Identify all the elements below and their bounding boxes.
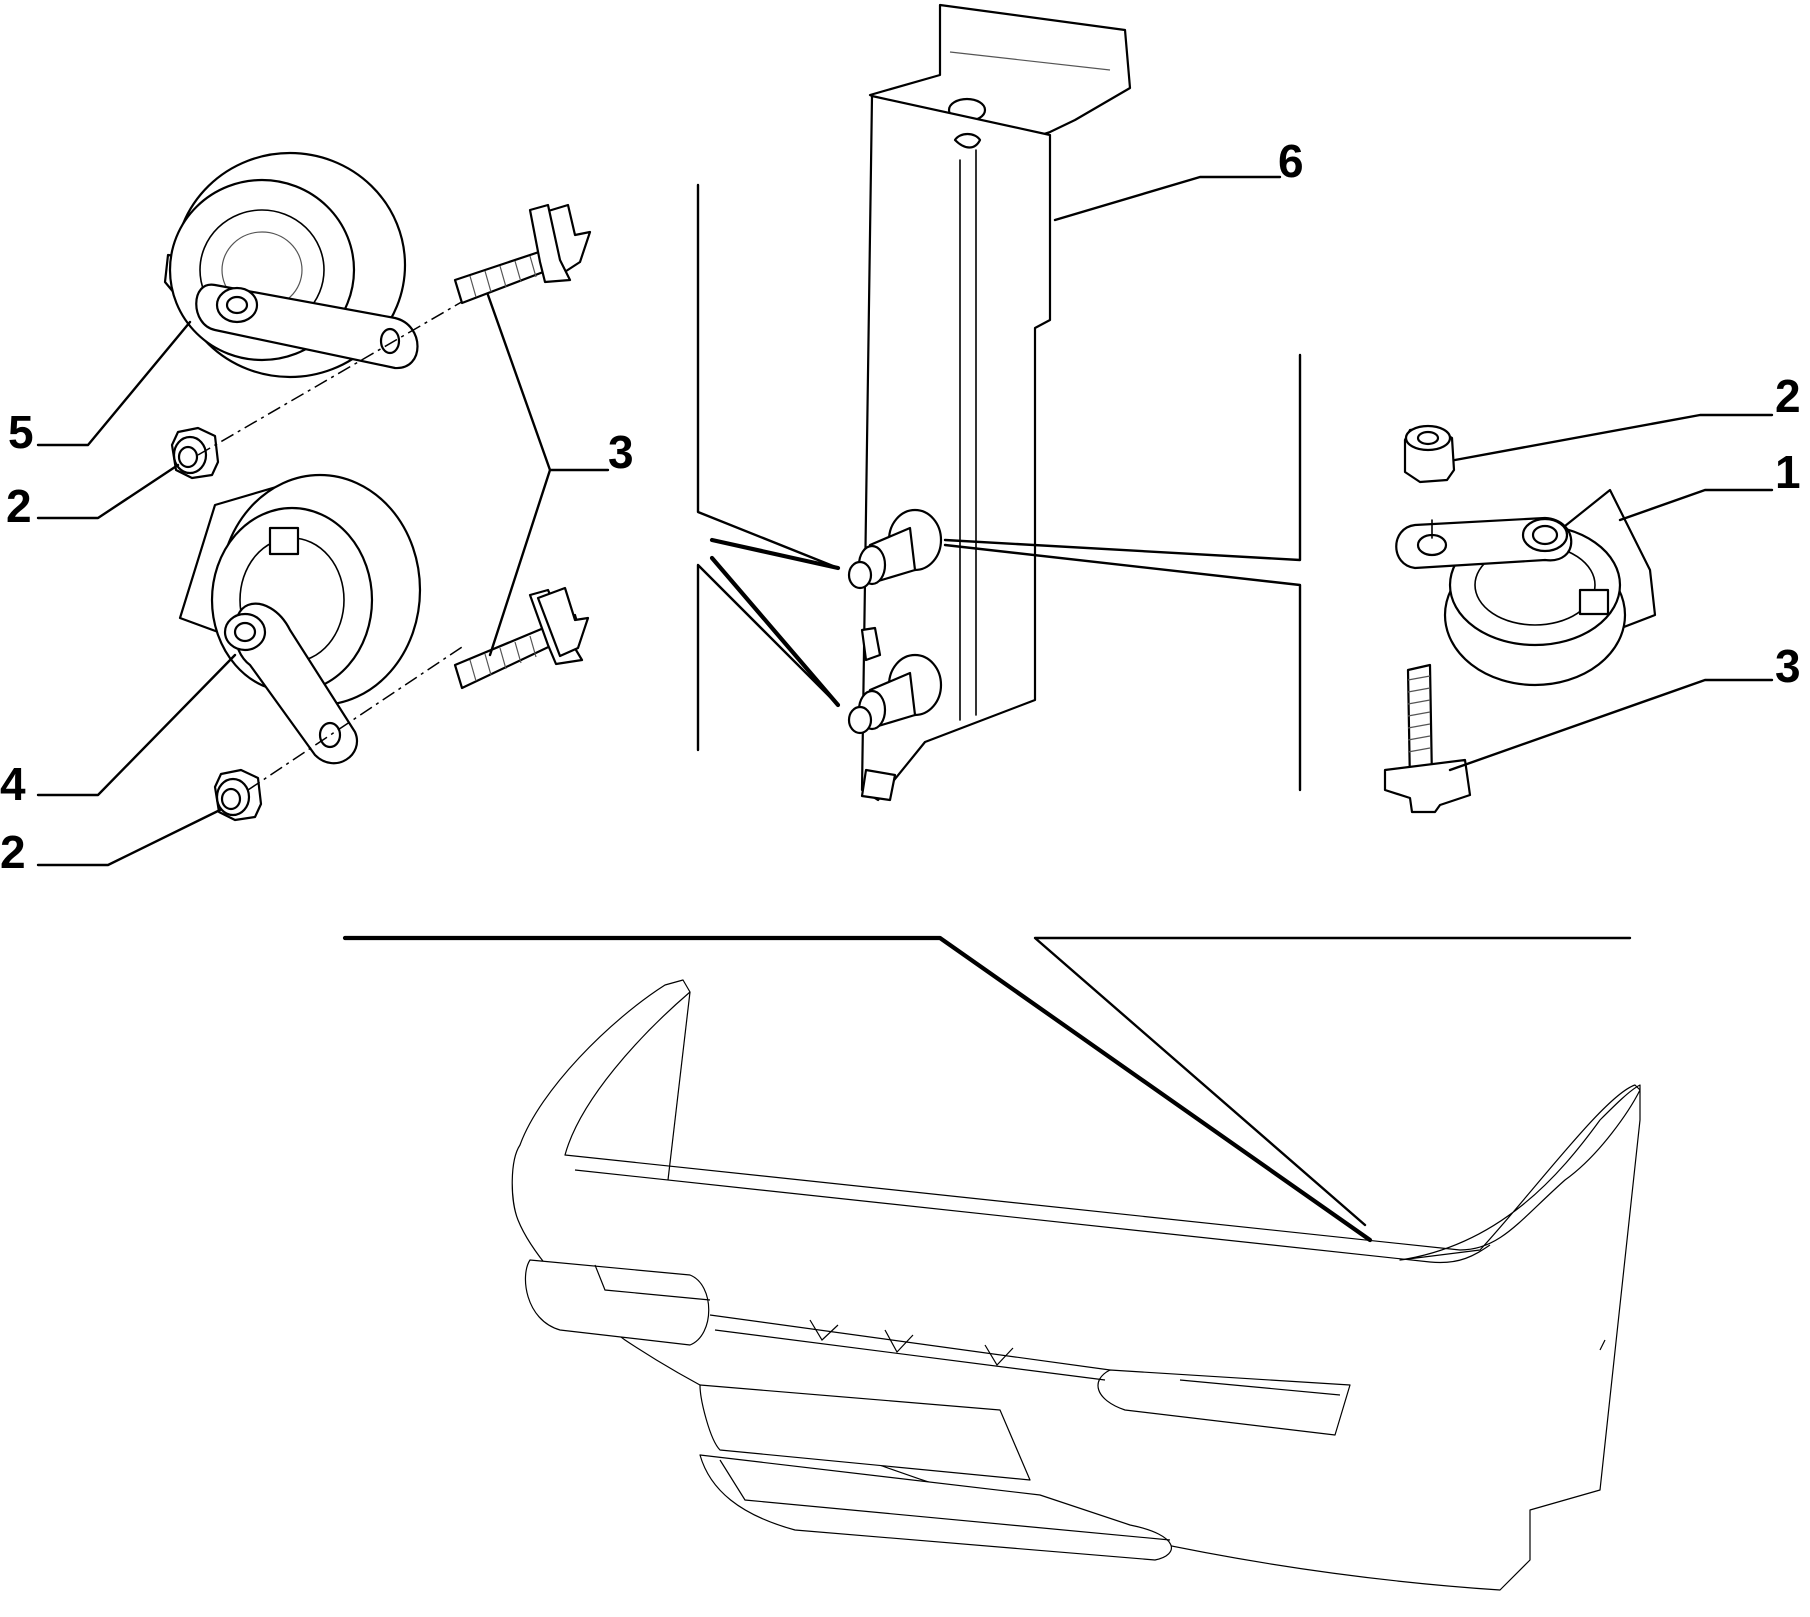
pointer-upper-stud bbox=[709, 537, 841, 571]
nut-right bbox=[1403, 424, 1456, 484]
leader-5 bbox=[36, 320, 192, 447]
nut-lower-left bbox=[213, 768, 263, 822]
leader-4 bbox=[36, 653, 237, 797]
axis-line-lower bbox=[247, 644, 466, 791]
detail-bracket-right-lower bbox=[943, 543, 1302, 792]
horn-right bbox=[1395, 488, 1657, 687]
front-bumper bbox=[511, 979, 1641, 1591]
bolt-lower-left bbox=[453, 586, 590, 690]
callout-1: 1 bbox=[1775, 446, 1801, 498]
bracket-stud-lower bbox=[847, 653, 943, 735]
bracket-stud-upper bbox=[847, 508, 943, 590]
leader-2-upper-left bbox=[36, 463, 180, 520]
callout-2-right: 2 bbox=[1775, 370, 1801, 422]
bolt-upper-left bbox=[453, 203, 592, 305]
callout-3-right: 3 bbox=[1775, 640, 1801, 692]
bolt-right bbox=[1383, 663, 1472, 814]
mounting-bracket bbox=[860, 3, 1132, 802]
axis-line-upper bbox=[197, 299, 466, 456]
horn-lower-left bbox=[178, 473, 422, 765]
leader-3-right bbox=[1448, 678, 1774, 772]
pointer-to-bumper-b bbox=[1033, 936, 1632, 1227]
callout-4: 4 bbox=[0, 758, 26, 810]
leader-2-lower-left bbox=[36, 808, 222, 867]
leader-6 bbox=[1053, 175, 1282, 222]
detail-bracket-right bbox=[943, 353, 1302, 562]
callout-2-upper-left: 2 bbox=[6, 480, 32, 532]
pointer-lower-stud bbox=[709, 555, 841, 708]
callout-5: 5 bbox=[8, 406, 34, 458]
detail-bracket-left-lower bbox=[696, 563, 840, 752]
pointer-to-bumper-a bbox=[342, 935, 1373, 1243]
leader-1 bbox=[1618, 488, 1774, 522]
callout-3-left: 3 bbox=[608, 426, 634, 478]
callout-6: 6 bbox=[1278, 135, 1304, 187]
nut-upper-left bbox=[170, 426, 220, 480]
detail-bracket-left bbox=[696, 183, 840, 570]
horn-upper-left bbox=[163, 151, 419, 379]
leader-2-right bbox=[1453, 413, 1774, 462]
leader-3-left bbox=[486, 293, 610, 657]
callout-2-lower-left: 2 bbox=[0, 826, 26, 878]
